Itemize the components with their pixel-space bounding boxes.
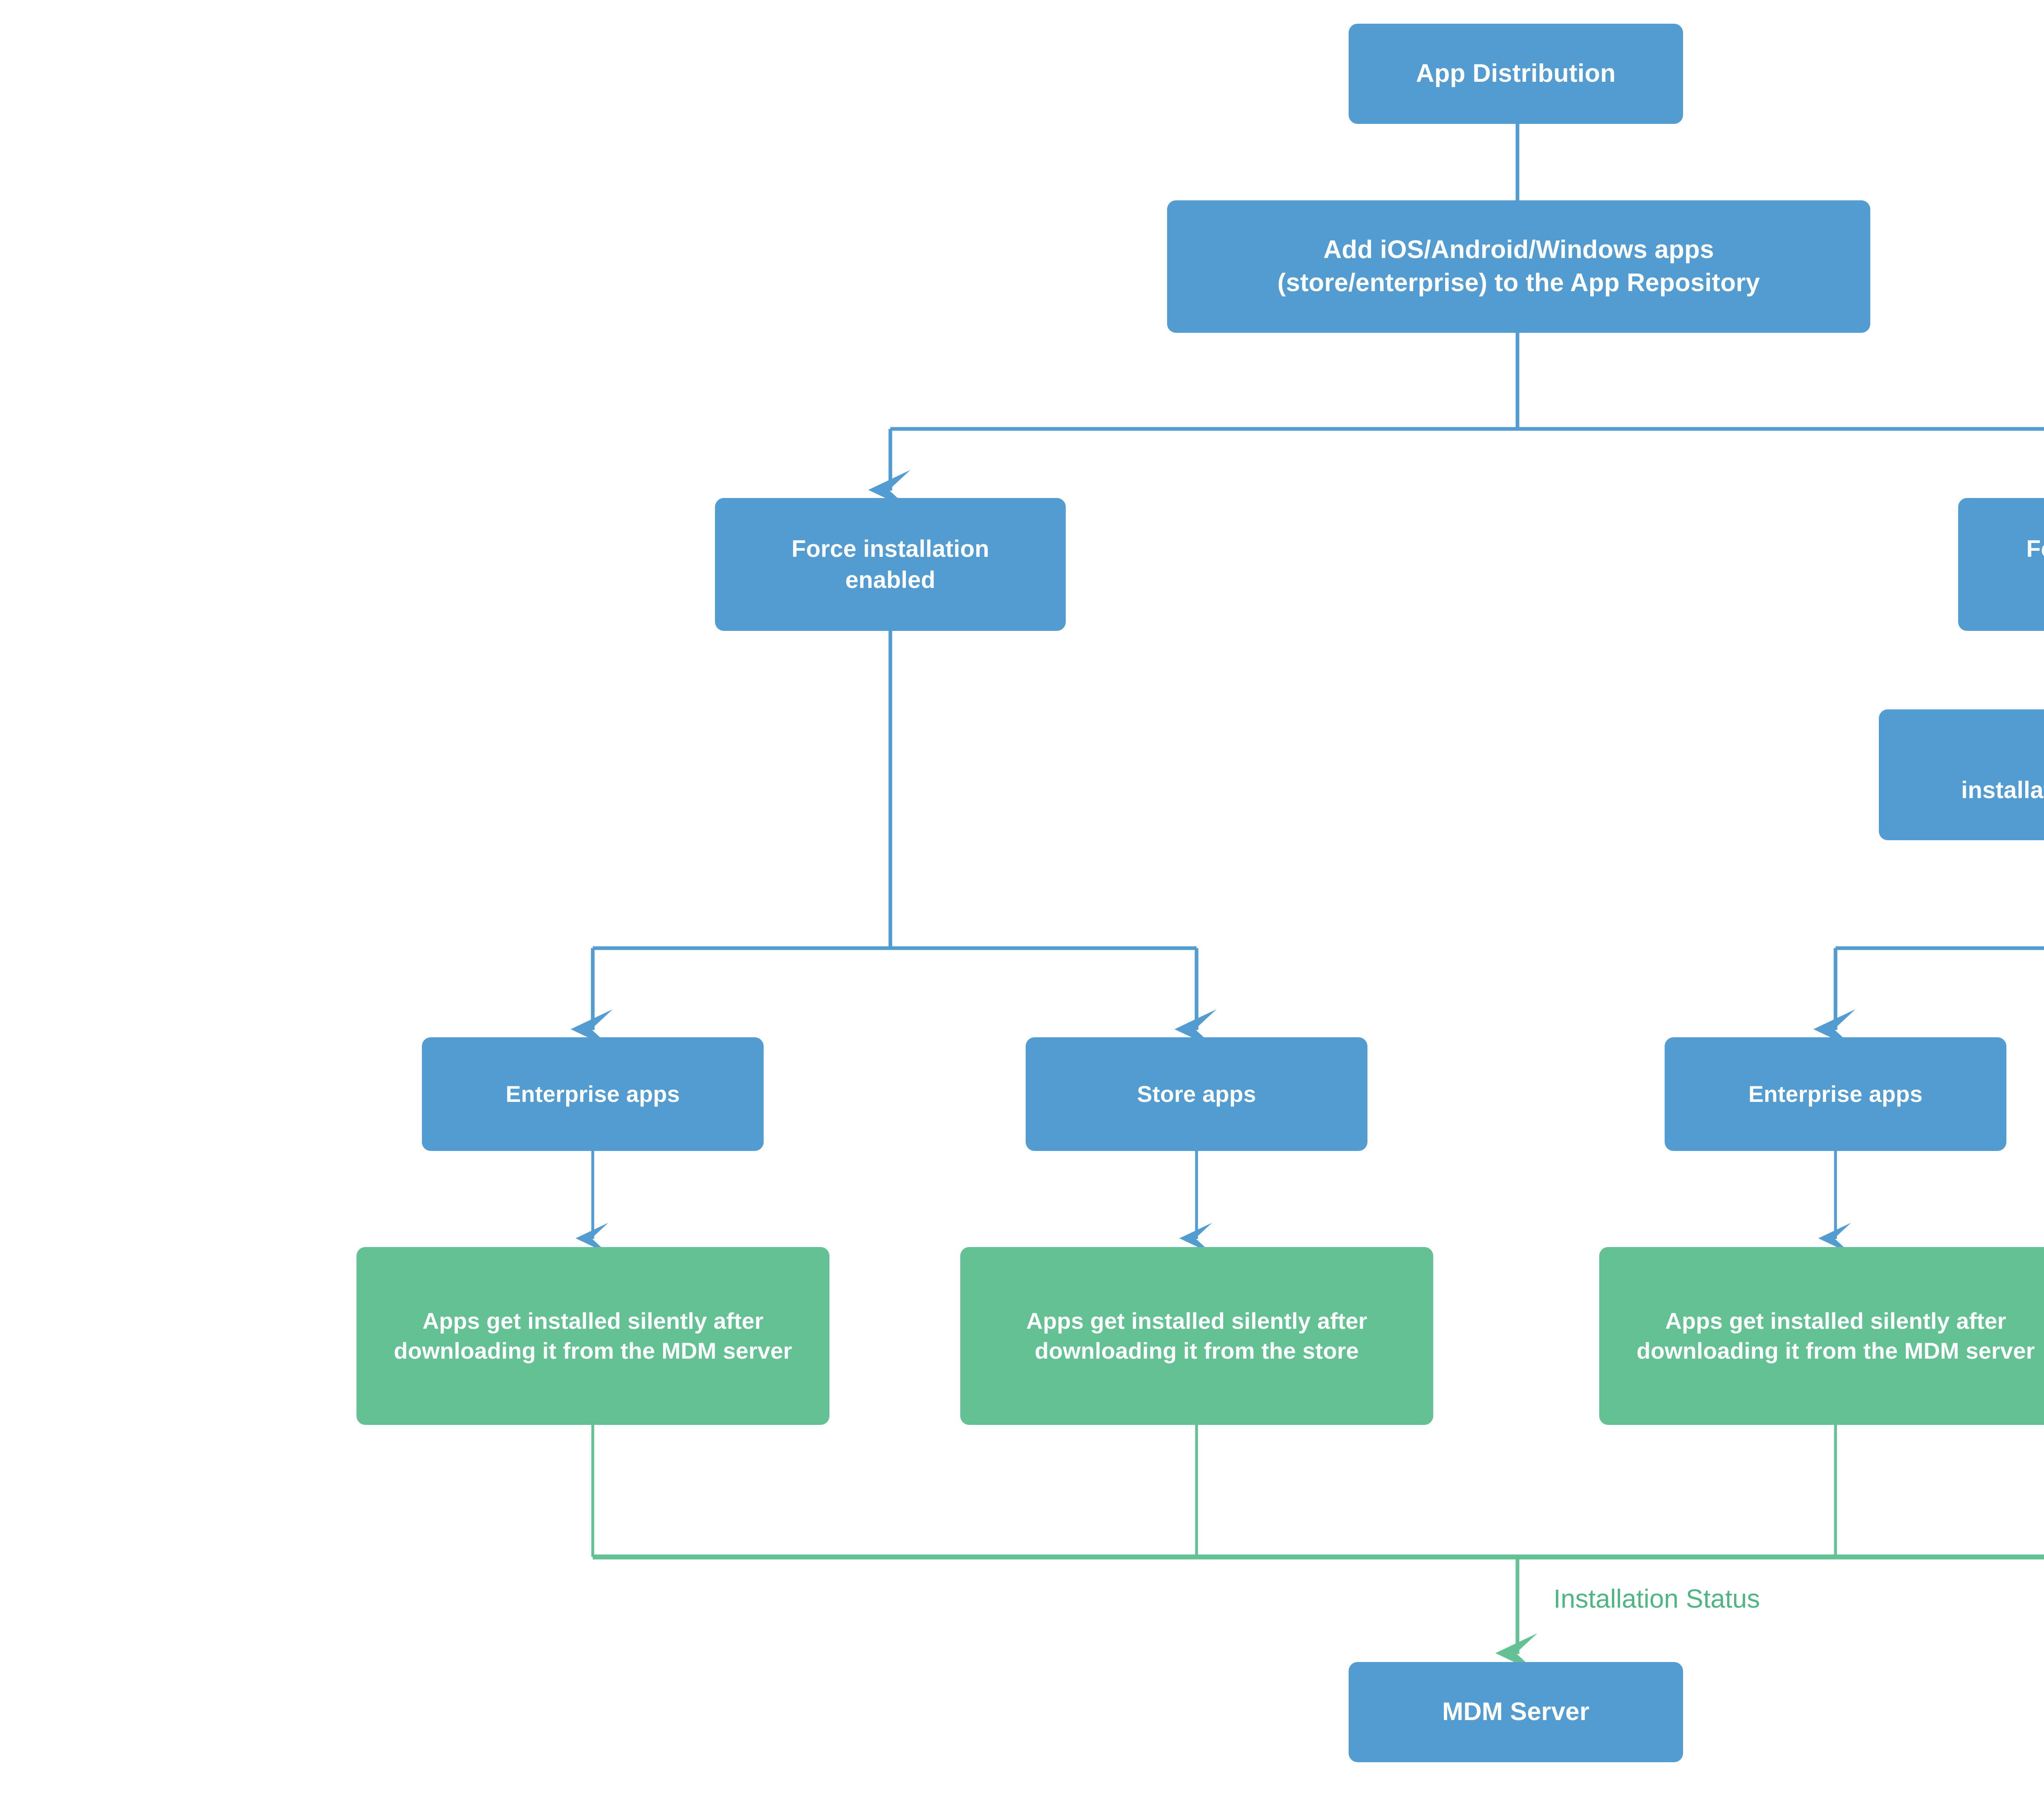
node-enterprise-apps-left-label: Enterprise apps [505, 1081, 680, 1107]
node-user-initiates-installation[interactable]: User initiates installation from App Cat… [1879, 709, 2044, 840]
node-app-distribution[interactable]: App Distribution [1349, 24, 1683, 124]
node-enterprise-apps-right-label: Enterprise apps [1748, 1081, 1923, 1107]
node-silent-install-mdm-left[interactable]: Apps get installed silently after downlo… [356, 1247, 829, 1425]
node-enterprise-apps-left[interactable]: Enterprise apps [422, 1037, 764, 1151]
node-user-initiates-line2: installation from App Catalog [1961, 777, 2044, 803]
node-force-enabled-line2: enabled [845, 566, 936, 593]
node-enterprise-apps-right[interactable]: Enterprise apps [1665, 1037, 2006, 1151]
node-force-installation-disabled[interactable]: Force installation disabled [1958, 498, 2044, 631]
node-store-apps-left[interactable]: Store apps [1026, 1037, 1367, 1151]
node-add-apps-line1: Add iOS/Android/Windows apps [1323, 236, 1714, 264]
node-force-enabled-line1: Force installation [791, 536, 989, 563]
node-mdm-server-label: MDM Server [1442, 1698, 1590, 1726]
node-add-apps-line2: (store/enterprise) to the App Repository [1277, 269, 1760, 297]
node-force-installation-enabled[interactable]: Force installation enabled [715, 498, 1066, 631]
node-silent-install-store-left[interactable]: Apps get installed silently after downlo… [960, 1247, 1433, 1425]
node-force-disabled-line1: Force installation [2026, 536, 2044, 563]
node-silent-install-mdm-right-label: Apps get installed silently after downlo… [1636, 1308, 2035, 1364]
node-add-apps[interactable]: Add iOS/Android/Windows apps (store/ente… [1167, 200, 1870, 333]
node-silent-install-mdm-left-label: Apps get installed silently after downlo… [394, 1308, 792, 1364]
node-silent-install-store-left-label: Apps get installed silently after downlo… [1026, 1308, 1367, 1364]
node-app-distribution-label: App Distribution [1416, 59, 1616, 88]
node-mdm-server[interactable]: MDM Server [1349, 1662, 1683, 1762]
node-store-apps-left-label: Store apps [1137, 1081, 1256, 1107]
node-silent-install-mdm-right[interactable]: Apps get installed silently after downlo… [1599, 1247, 2044, 1425]
edge-label-installation-status: Installation Status [1553, 1584, 1760, 1613]
